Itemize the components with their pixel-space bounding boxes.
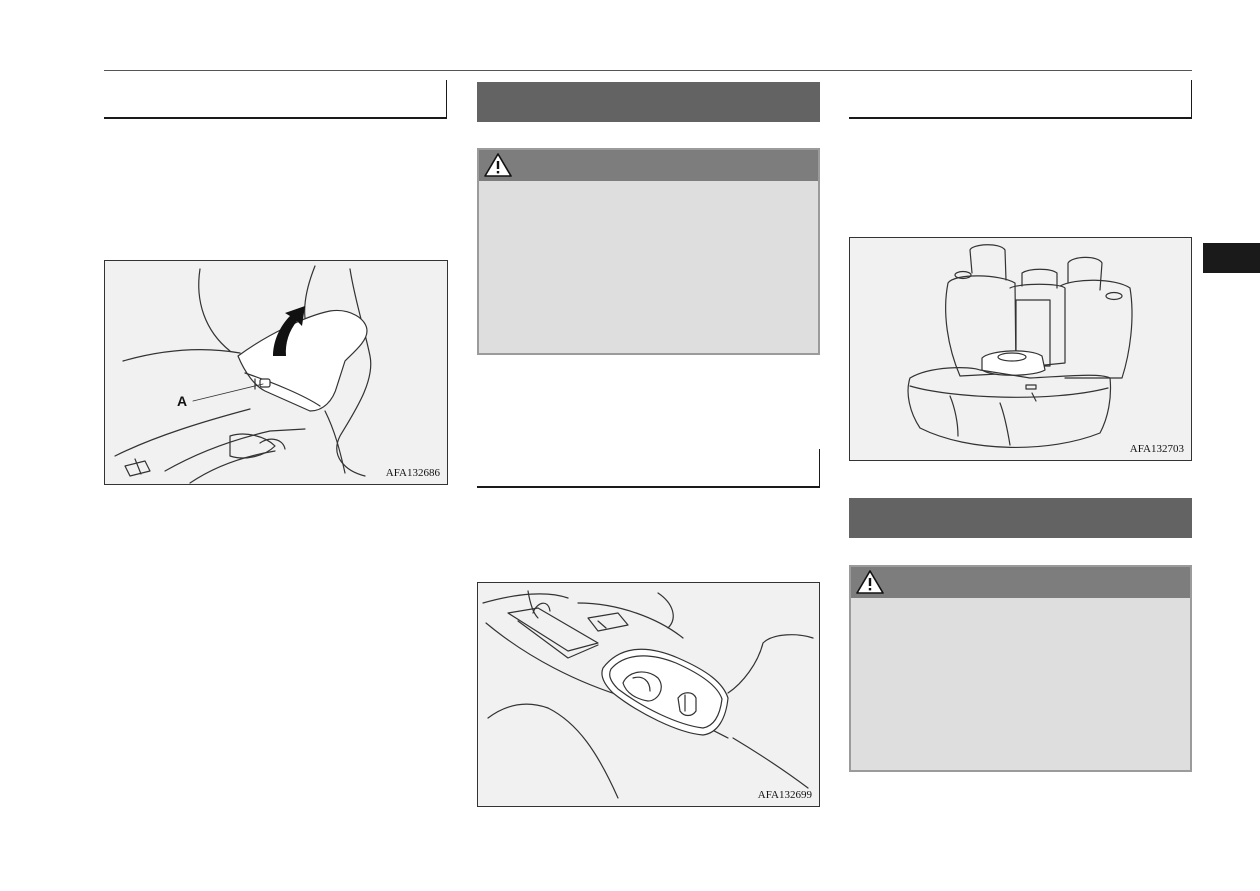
section-heading-left [104, 80, 447, 119]
curved-up-arrow-icon [273, 306, 305, 356]
warning-bar [851, 567, 1190, 598]
section-heading-right [849, 80, 1192, 119]
figure-front-armrest: A AFA132686 [104, 260, 448, 485]
warning-triangle-icon [484, 153, 512, 177]
warning-triangle-icon [856, 570, 884, 594]
rear-armrest-illustration [907, 244, 1133, 448]
callout-a-label: A [177, 393, 187, 409]
section-heading-middle [477, 449, 820, 488]
chapter-tab [1203, 243, 1260, 273]
section-heading-dark-middle [477, 82, 820, 122]
front-armrest-illustration: A [114, 265, 372, 484]
figure-code: AFA132686 [384, 467, 441, 479]
cup-holder-illustration [482, 590, 814, 799]
figure-rear-armrest: AFA132703 [849, 237, 1192, 461]
figure-cup-holder: AFA132699 [477, 582, 820, 807]
warning-bar [479, 150, 818, 181]
heading-tick [819, 449, 820, 486]
warning-box-middle [477, 148, 820, 355]
section-heading-dark-right [849, 498, 1192, 538]
page-top-rule [104, 70, 1192, 71]
figure-code: AFA132703 [1128, 443, 1185, 455]
heading-tick [446, 80, 447, 117]
warning-box-right [849, 565, 1192, 772]
heading-tick [1191, 80, 1192, 117]
figure-code: AFA132699 [756, 789, 813, 801]
